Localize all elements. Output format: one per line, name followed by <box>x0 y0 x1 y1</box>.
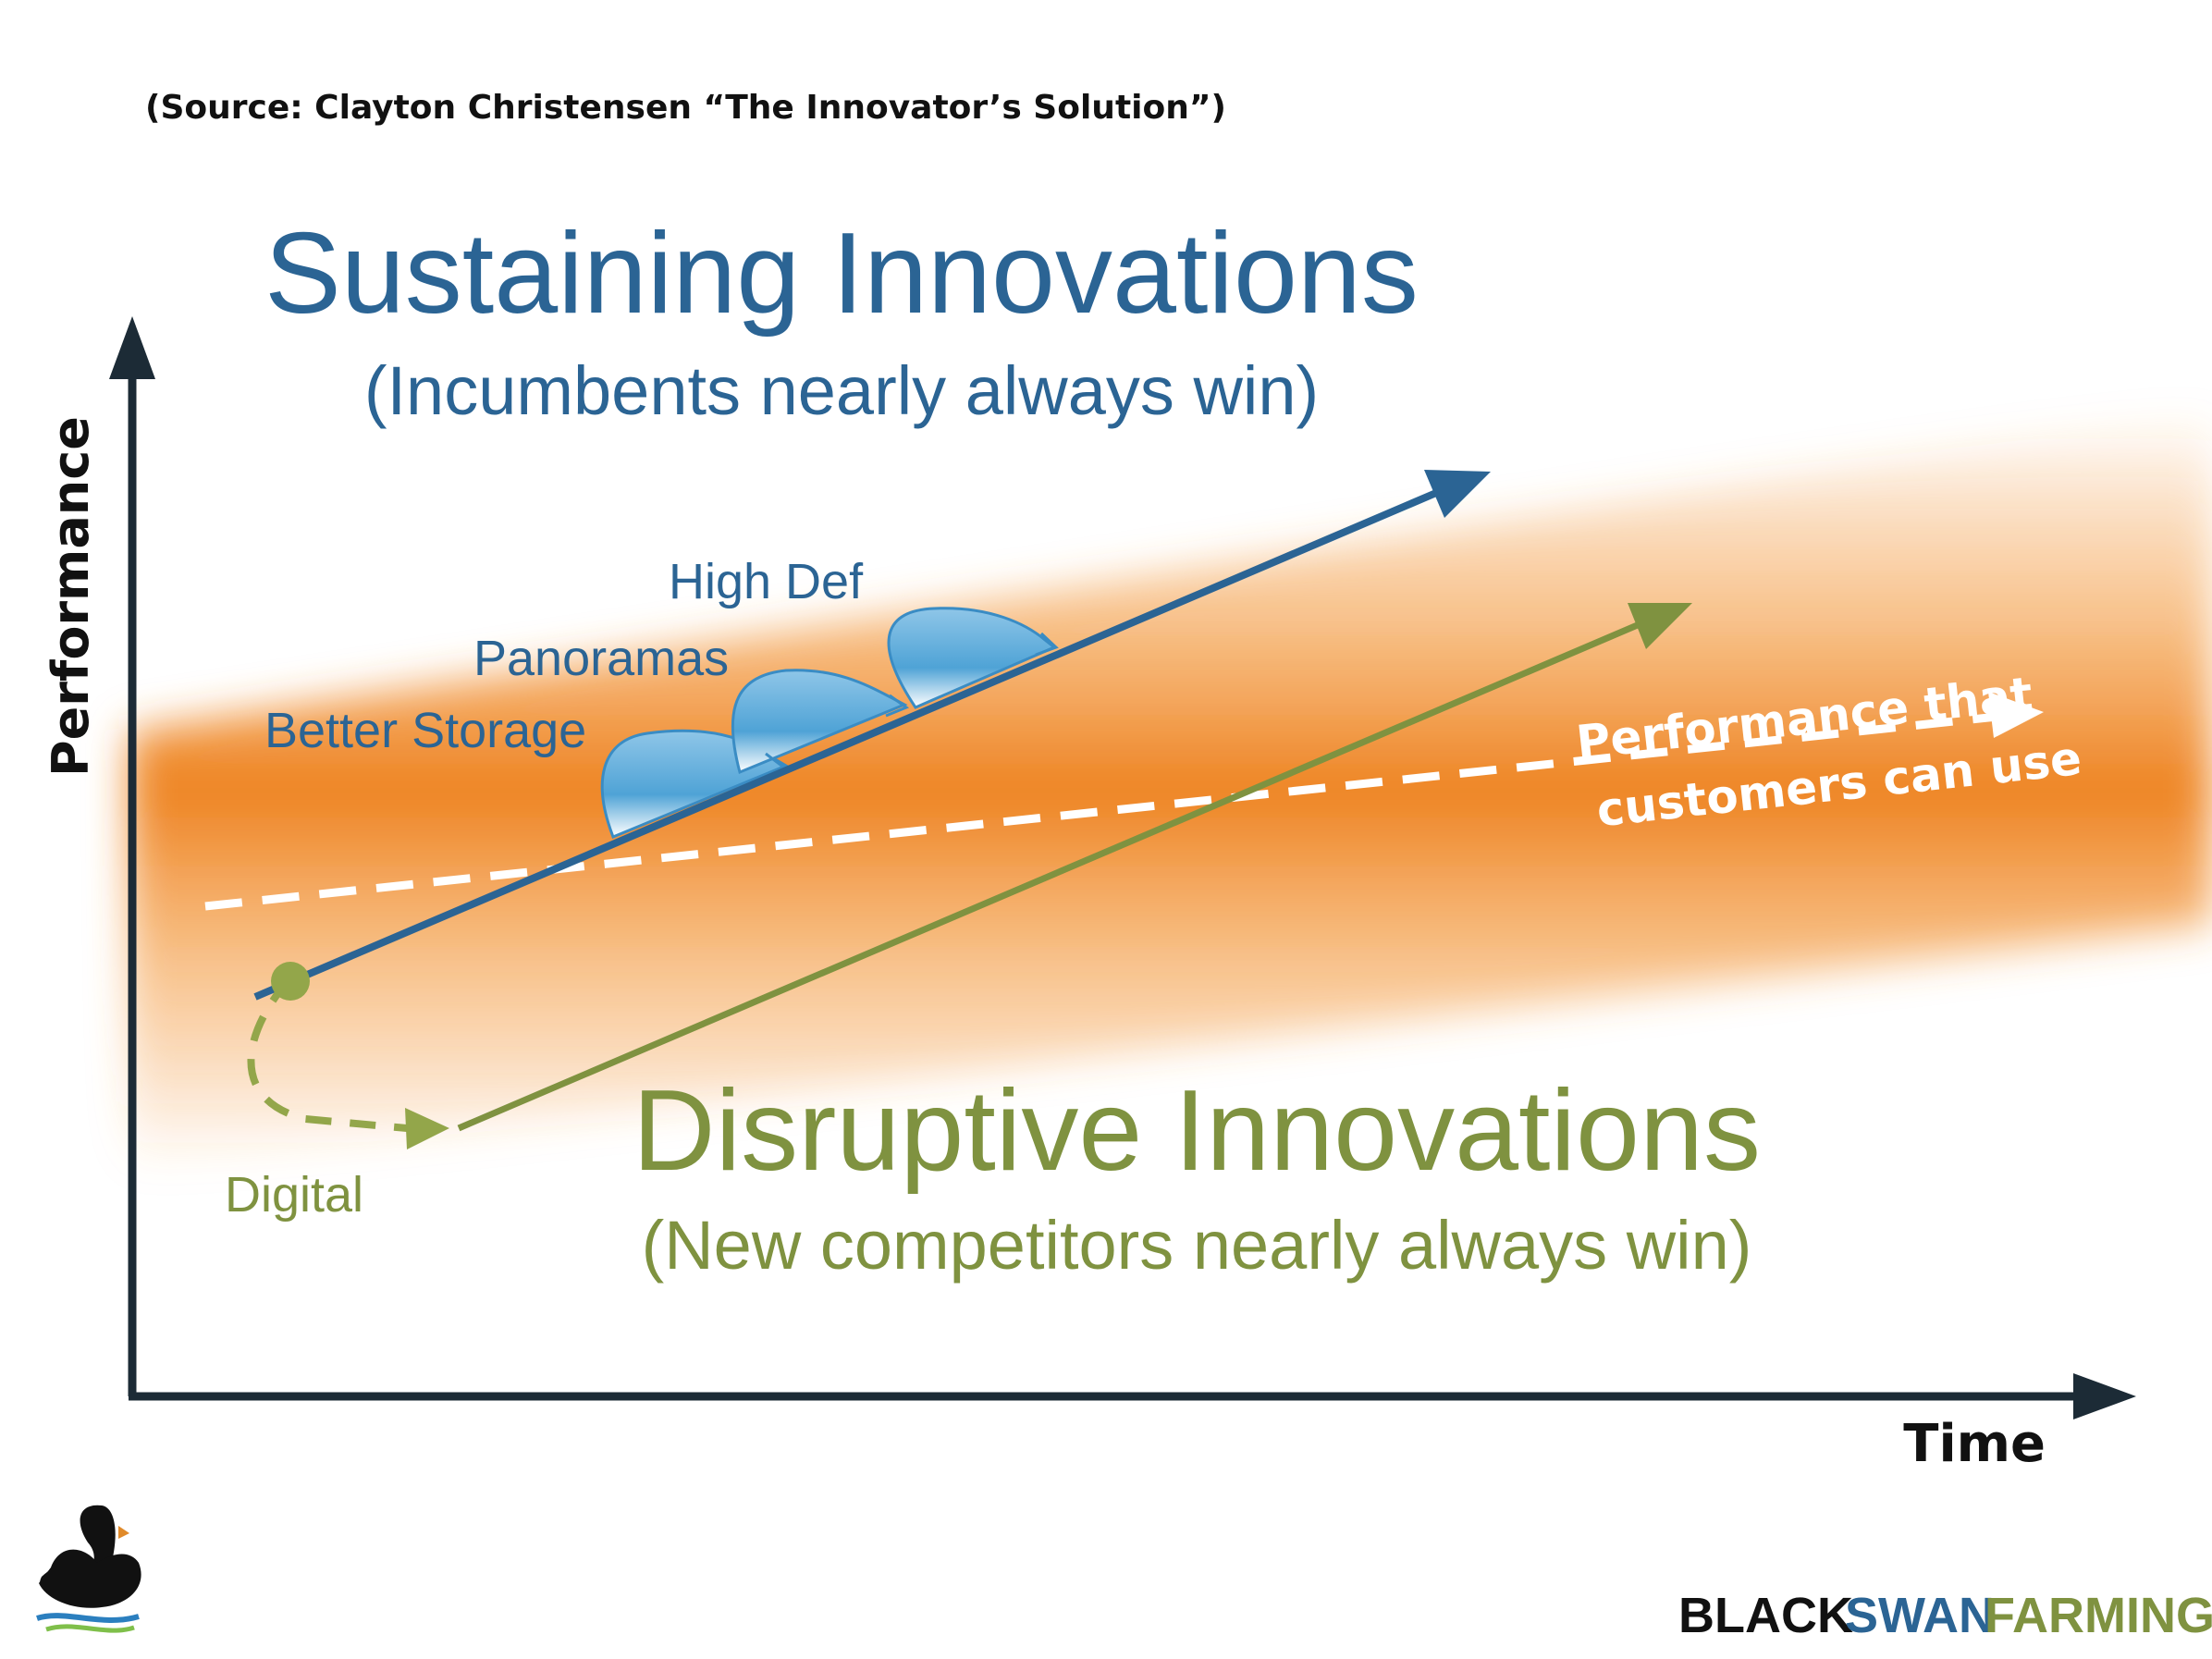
brand-word-swan: SWAN <box>1845 1588 1995 1643</box>
digital-path <box>247 962 449 1149</box>
sustaining-steps <box>600 607 1059 839</box>
sustaining-line <box>253 470 1491 1001</box>
brand-word-black: BLACK <box>1678 1588 1853 1643</box>
label-high-def: High Def <box>669 554 864 609</box>
step-bump-panoramas <box>731 669 908 775</box>
x-axis-label: Time <box>1903 1414 2046 1474</box>
customer-performance-line <box>204 692 2044 911</box>
brand-wordmark: BLACK SWAN FARMING <box>1678 1588 2212 1643</box>
disruptive-title: Disruptive Innovations <box>633 1067 1761 1195</box>
step-bump-high-def <box>887 607 1057 709</box>
axes <box>109 316 2136 1419</box>
y-axis-arrowhead <box>109 316 155 379</box>
source-text: (Source: Clayton Christensen “The Innova… <box>145 89 1226 127</box>
disruptive-arrowhead <box>1628 603 1692 649</box>
black-swan-logo <box>36 1505 141 1633</box>
disruptive-subtitle: (New competitors nearly always win) <box>642 1207 1752 1284</box>
label-panoramas: Panoramas <box>473 631 729 686</box>
brand-word-farming: FARMING <box>1985 1588 2212 1643</box>
label-digital: Digital <box>225 1167 363 1223</box>
step-arrow-3 <box>1035 632 1059 657</box>
sustaining-title: Sustaining Innovations <box>264 210 1419 338</box>
customer-line-arrowhead <box>1988 692 2044 738</box>
sustaining-subtitle: (Incumbents nearly always win) <box>364 352 1319 429</box>
origin-dot <box>271 962 310 1001</box>
x-axis-arrowhead <box>2073 1373 2136 1419</box>
step-arrow-2 <box>885 694 910 718</box>
y-axis-label: Performance <box>42 416 100 777</box>
disruptive-line <box>457 603 1692 1132</box>
digital-arrowhead <box>405 1108 449 1149</box>
label-better-storage: Better Storage <box>264 703 586 758</box>
sustaining-arrowhead <box>1424 470 1491 518</box>
performance-band <box>129 412 2212 1170</box>
